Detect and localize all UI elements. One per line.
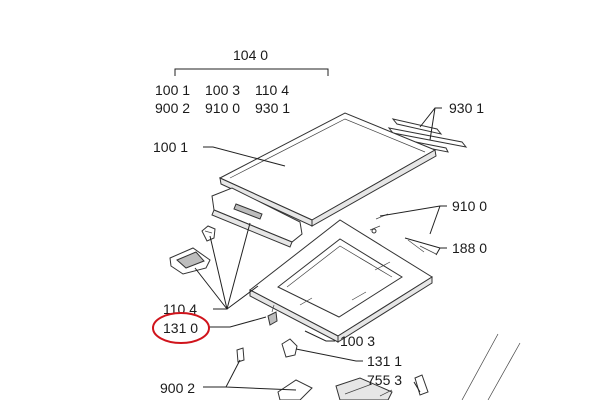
leader-900-2 [203, 359, 297, 391]
part-screws [369, 213, 389, 234]
header-r1-c3: 110 4 [255, 82, 289, 98]
part-lid-panel [218, 112, 437, 227]
label-930-1: 930 1 [449, 100, 484, 116]
label-910-0: 910 0 [452, 198, 487, 214]
label-188-0: 188 0 [452, 240, 487, 256]
part-pins [407, 239, 437, 255]
leader-100-1 [203, 146, 286, 167]
header-group: 104 0 100 1 100 3 110 4 900 2 910 0 930 … [155, 47, 329, 116]
part-latch-block [169, 247, 211, 275]
leader-131-0 [208, 316, 267, 328]
leader-188-0 [404, 237, 447, 256]
leader-110-4 [194, 222, 259, 310]
group-bracket [174, 68, 329, 76]
header-r2-c2: 910 0 [205, 100, 240, 116]
leader-131-1 [295, 348, 363, 362]
label-131-0: 131 0 [163, 320, 198, 336]
label-100-3: 100 3 [340, 333, 375, 349]
label-131-1: 131 1 [367, 353, 402, 369]
group-label: 104 0 [233, 47, 268, 63]
leader-930-1 [419, 107, 442, 141]
header-r1-c2: 100 3 [205, 82, 240, 98]
part-spring-clip [201, 225, 216, 242]
leader-100-3 [304, 330, 335, 342]
part-top-frame [249, 219, 433, 343]
header-r2-c3: 930 1 [255, 100, 290, 116]
header-r2-c1: 900 2 [155, 100, 190, 116]
label-100-1: 100 1 [153, 139, 188, 155]
part-clip-131-1 [281, 338, 298, 358]
part-peg-900-2 [236, 347, 245, 363]
header-r1-c1: 100 1 [155, 82, 190, 98]
part-screw-131-0 [267, 304, 278, 326]
leader-910-0 [379, 205, 447, 235]
part-lid-handle [211, 187, 303, 248]
highlight-ellipse [152, 312, 210, 344]
label-900-2: 900 2 [160, 380, 195, 396]
leader-755-3 [413, 381, 421, 393]
label-755-3: 755 3 [367, 372, 402, 388]
